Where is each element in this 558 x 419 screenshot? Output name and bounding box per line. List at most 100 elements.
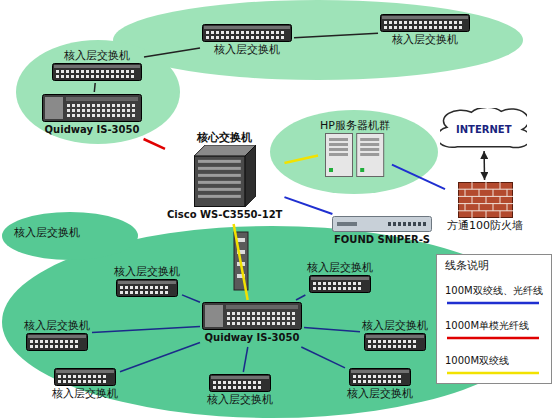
core-slot [198,167,241,170]
switch-port [323,282,326,285]
device-label: Cisco WS-C3550-12T [167,208,282,221]
switch-port [73,375,76,378]
switch-port [228,386,231,389]
router-port [247,317,250,320]
device-node: 核入层交换机 [22,316,92,353]
network-link [182,295,200,302]
switch-port [393,375,396,378]
legend-title: 线条说明 [445,259,543,272]
router-port [77,114,80,117]
switch-port [228,381,231,384]
switch-port [378,380,381,383]
brick-joint [464,189,465,196]
legend-entry: 1000M双绞线 [445,354,543,377]
device-label: 核入层交换机 [52,387,118,400]
switch-panel [56,370,114,373]
legend-line-sample [445,299,541,307]
router-port [102,114,105,117]
device-label: 核入层交换机 [362,319,428,332]
brick-joint [464,204,465,211]
switch-port [253,386,256,389]
switch-port [58,375,61,378]
router-port [257,317,260,320]
switch-port [125,286,128,289]
router-port [282,322,285,325]
switch-port [394,26,397,29]
switch-icon [210,375,271,392]
switch-port [61,75,64,78]
switch-port [281,36,284,39]
switch-port [45,345,48,348]
switch-port [93,380,96,383]
switch-port [276,36,279,39]
core-slot [198,188,241,191]
switch-port [211,31,214,34]
network-link [483,151,485,180]
device-icon [458,182,513,218]
router-port [292,312,295,315]
router-port [262,322,265,325]
switch-port [111,70,114,73]
switch-port [429,21,432,24]
switch-port [338,287,341,290]
switch-port [378,345,381,348]
switch-port [358,282,361,285]
router-port [77,109,80,112]
switch-port [389,26,392,29]
router-port [227,317,230,320]
switch-body [203,25,292,42]
device-label: 方通100防火墙 [447,219,523,232]
device-node: FOUND SNIPER-S [330,214,434,249]
core-slot [198,160,241,163]
switch-body [350,369,411,386]
switch-port [363,380,366,383]
switch-port [408,340,411,343]
switch-port [88,380,91,383]
switch-port [393,340,396,343]
switch-port [429,26,432,29]
switch-port [459,21,462,24]
router-port [262,312,265,315]
switch-port [253,381,256,384]
switch-port [71,75,74,78]
switch-port [35,345,38,348]
switch-port [343,282,346,285]
switch-port [40,340,43,343]
switch-port [61,70,64,73]
switch-port [373,345,376,348]
router-port [82,109,85,112]
switch-port [241,31,244,34]
switch-port [383,340,386,343]
switch-port [126,75,129,78]
brick-joint [485,182,486,189]
switch-port [155,291,158,294]
switch-port [398,375,401,378]
switch-port [388,345,391,348]
router-port [252,322,255,325]
ids-port [403,222,406,226]
device-icon [194,145,256,207]
router-port [282,312,285,315]
switch-port [439,26,442,29]
switch-port [111,75,114,78]
router-port [122,109,125,112]
switch-port [398,345,401,348]
server-bay [360,153,379,156]
switch-port [393,380,396,383]
switch-port [231,36,234,39]
switch-port [131,75,134,78]
switch-port [248,386,251,389]
brick-joint [471,211,472,218]
router-port [97,109,100,112]
switch-port [238,381,241,384]
router-port [82,114,85,117]
router-port [117,114,120,117]
switch-port [246,31,249,34]
switch-icon [381,15,470,32]
switch-port [368,380,371,383]
switch-port [256,31,259,34]
device-label: INTERNET [456,123,511,136]
switch-port [388,340,391,343]
switch-port [231,31,234,34]
router-port [232,322,235,325]
